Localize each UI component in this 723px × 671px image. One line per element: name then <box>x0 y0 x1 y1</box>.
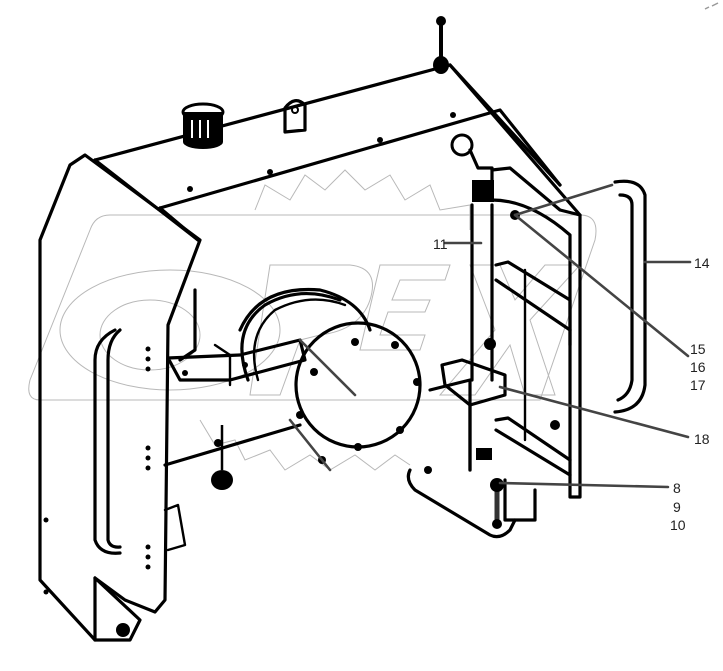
right-handle <box>613 179 647 414</box>
leader-lines <box>443 183 692 489</box>
callout-11: 11 <box>433 236 448 252</box>
leader-16 <box>513 213 690 358</box>
leader-18 <box>498 385 690 439</box>
callout-17: 17 <box>690 377 706 393</box>
lifting-lug <box>283 99 307 134</box>
callout-16: 16 <box>690 359 706 375</box>
callout-18: 18 <box>694 431 710 447</box>
base-bracket <box>406 378 537 539</box>
callout-9: 9 <box>673 499 681 515</box>
bottom-bolt <box>490 478 504 529</box>
filler-pipe <box>450 133 496 382</box>
callout-15: 15 <box>690 341 706 357</box>
top-bolt <box>433 16 449 74</box>
mounting-bracket <box>166 338 307 387</box>
left-side-panel <box>38 153 202 642</box>
watermark-gear-icon <box>199 169 471 471</box>
callout-10: 10 <box>670 517 686 533</box>
round-cover-flange <box>238 287 422 472</box>
leader-8 <box>498 481 670 489</box>
filler-cap <box>181 102 225 149</box>
callout-8: 8 <box>673 480 681 496</box>
rubber-mount <box>211 425 233 490</box>
right-guard-frame <box>490 166 582 499</box>
callout-14: 14 <box>694 255 710 271</box>
leader-15 <box>513 183 614 217</box>
